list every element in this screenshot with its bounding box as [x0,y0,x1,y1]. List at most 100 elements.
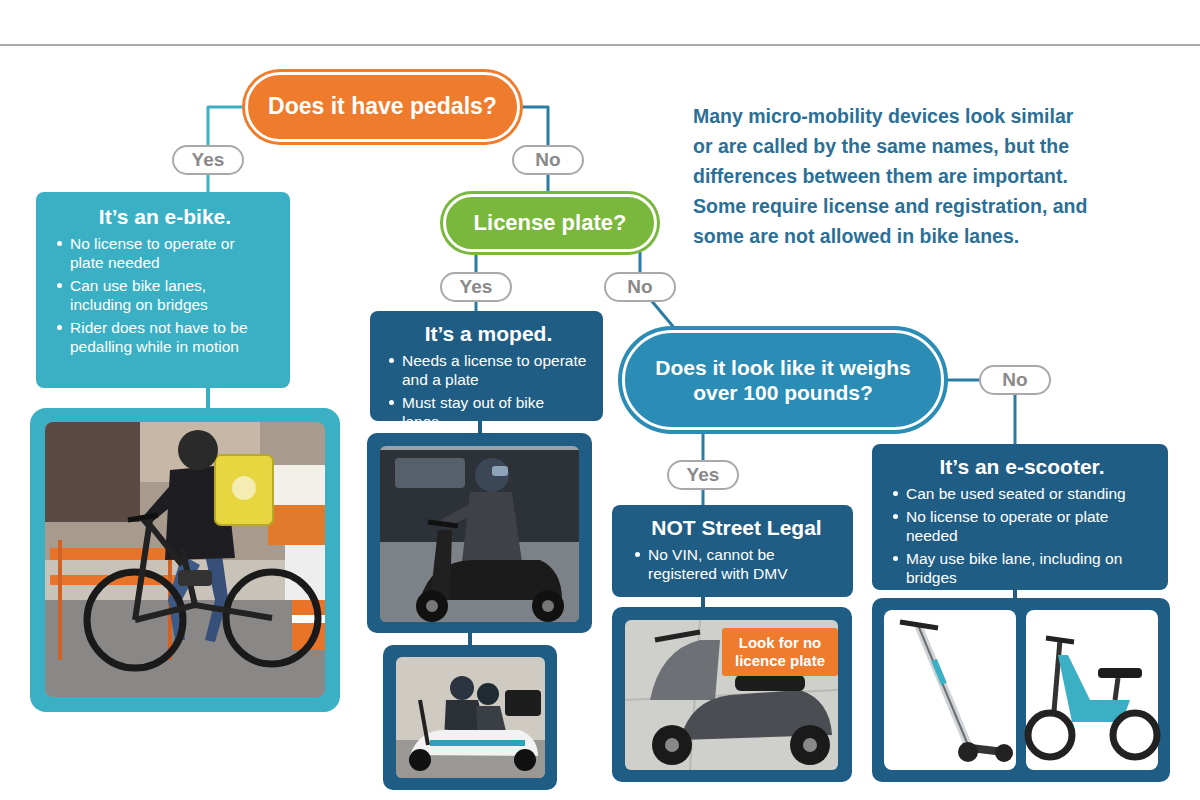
moped-photo-part [380,446,579,622]
not-legal-photo-part [612,607,852,782]
moped-photo-2-part-part [409,749,431,771]
callout-tag: Look for no licence plate [722,628,838,676]
moped-photo-2-part-part [396,657,545,778]
answer-label: No [512,145,584,175]
moped-photo-part-part [426,600,438,612]
not-legal-photo-part-part [803,738,817,752]
moped-photo-2-part-part [514,749,536,771]
moped-photo-part-part [416,590,448,622]
escooter-photos-part [1115,678,1118,700]
escooter-photos-part [958,742,978,762]
bullet-text: May use bike lane, including on bridges [890,549,1135,587]
answer-label: No [604,272,676,302]
not-legal-photo-part-part [655,632,700,640]
result-box: It’s an e-bike. No license to operate or … [36,192,290,388]
ebike-photo-part-part [215,455,273,525]
result-box: NOT Street Legal No VIN, cannot be regist… [612,505,853,597]
escooter-photos [872,588,1170,782]
not-legal-photo-part-part [665,738,679,752]
escooter-photos-part [1058,655,1130,722]
moped-photo-2-part-part [430,740,525,746]
moped-photo-2-part [396,657,545,778]
moped-photo-2 [383,631,557,790]
moped-photo-part-part [475,458,509,492]
not-legal-photo-part-part [735,675,805,691]
top-rule [0,45,1200,46]
moped-photo-part-part [532,590,564,622]
escooter-photos-part [900,622,938,628]
not-legal-photo-part [625,620,838,770]
ebike-photo-part-part [45,422,325,697]
escooter-photos-part [884,610,1016,770]
ebike-photo-part-part [232,476,256,500]
not-legal-photo-part-part [790,725,830,765]
box-heading: NOT Street Legal [632,515,841,540]
moped-photo-part-part [428,522,458,526]
bullet-text: No license to operate or plate needed [54,234,265,272]
decision-pill: Does it look like it weighs over 100 pou… [622,330,944,430]
bullet-text: No license to operate or plate needed [890,507,1135,545]
answer-label: Yes [667,460,739,490]
box-heading: It’s an e-bike. [54,204,276,229]
decision-text: Does it have pedals? [268,93,497,121]
moped-photo-2-part-part [505,690,541,716]
bullet-text: Needs a license to operate and a plate [386,351,589,389]
decision-pill: Does it have pedals? [245,72,520,142]
ebike-photo-part-part [268,505,325,545]
escooter-photos-part [1026,610,1158,770]
moped-photo-part-part [492,466,508,476]
ebike-photo-part [206,386,210,410]
escooter-photos-part [934,660,944,684]
escooter-photos-part [1098,668,1142,678]
ebike-photo-part-part [135,520,272,620]
moped-photo-2-part [383,645,557,790]
escooter-photos-part [918,625,968,745]
answer-label: No [979,365,1051,395]
box-heading: It’s an e-scooter. [890,454,1154,479]
result-box: It’s a moped. Needs a license to operate … [370,311,603,421]
moped-photo [367,419,592,633]
escooter-photos-part [918,625,968,745]
not-legal-photo-part-part [650,640,720,700]
moped-photo-2-part [468,631,472,647]
ebike-photo-part-part [50,548,180,560]
ebike-photo-part [45,422,325,697]
answer-label: Yes [172,145,244,175]
moped-photo-part-part [395,458,465,488]
moped-photo-part-part [462,492,522,562]
moped-photo-part [367,433,592,633]
escooter-photos-part [995,744,1013,762]
bullet-text: Can be used seated or standing [890,484,1135,503]
escooter-photos-part [872,598,1170,782]
not-legal-photo-part [701,595,705,609]
ebike-photo [30,386,340,712]
moped-photo-part-part [430,530,452,600]
not-legal-photo-part-part [625,620,838,770]
moped-photo-part [478,419,482,435]
bullet-text: Rider does not have to be pedalling whil… [54,318,265,356]
ebike-photo-part-part [140,480,185,527]
not-legal-photo [612,595,852,782]
bullet-text: Must stay out of bike lanes. [386,393,589,431]
decision-text: Does it look like it weighs over 100 pou… [649,355,917,405]
ebike-photo-part-part [45,422,140,522]
result-box: It’s an e-scooter. Can be used seated or … [872,444,1168,590]
moped-photo-part-part [542,600,554,612]
answer-label: Yes [440,272,512,302]
box-heading: It’s a moped. [386,321,591,346]
callout-text: Look for no licence plate [728,634,832,670]
ebike-photo-part-part [178,570,212,586]
moped-photo-2-part-part [477,683,499,705]
ebike-photo-part-part [58,540,62,660]
decision-pill: License plate? [443,194,657,252]
intro-note: Many micro-mobility devices look similar… [693,101,1093,251]
escooter-photos-part [1046,638,1074,642]
escooter-photos-part [1028,713,1072,757]
escooter-photos-part [1113,713,1157,757]
bullet-text: No VIN, cannot be registered with DMV [632,545,812,583]
ebike-photo-part-part [178,430,218,470]
not-legal-photo-part-part [652,725,692,765]
ebike-photo-part-part [268,465,325,505]
moped-photo-2-part-part [450,676,474,700]
